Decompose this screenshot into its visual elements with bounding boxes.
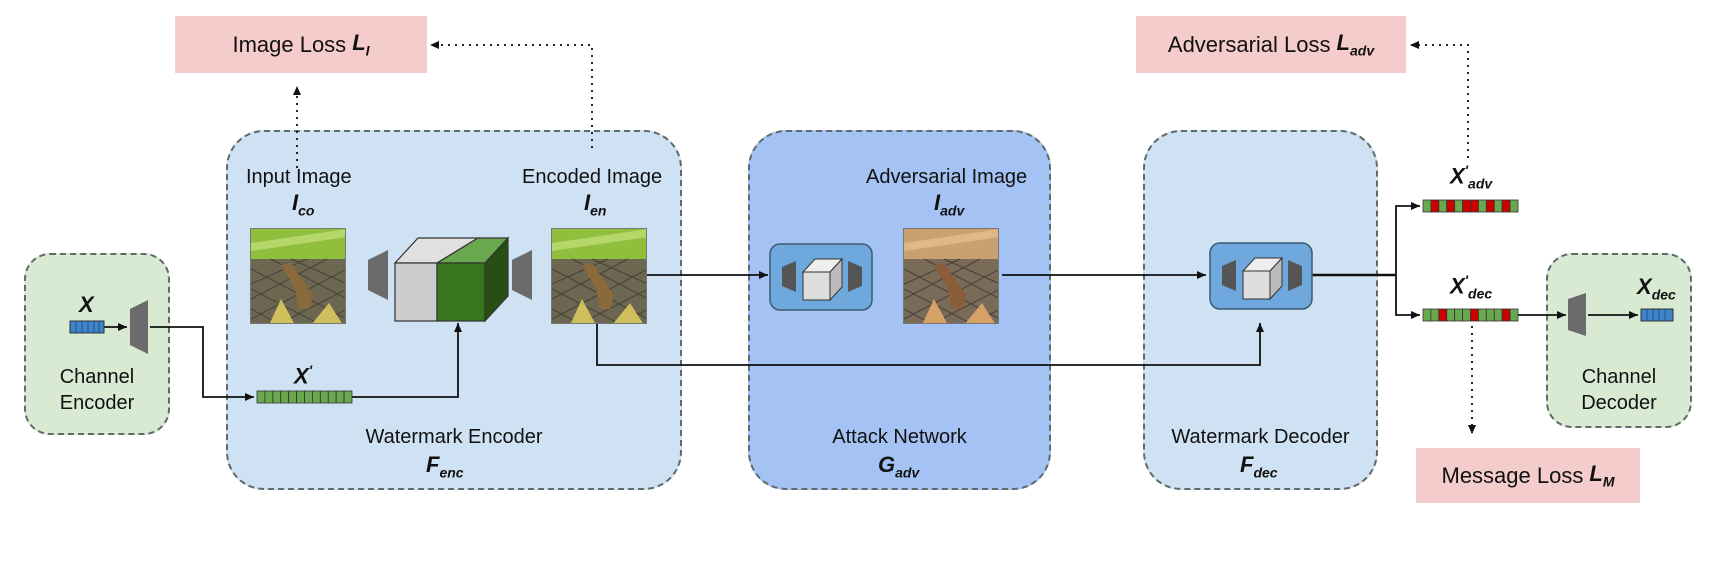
adversarial-image-photo: [903, 228, 999, 324]
encoder-left-trapezoid: [368, 250, 388, 300]
adversarial-loss-text: Adversarial Loss: [1167, 31, 1331, 57]
encoded-image-photo: [551, 228, 647, 324]
encoder-cube-front-gray: [394, 262, 438, 322]
input-image-label: Input Image: [246, 166, 352, 188]
x-adv-symbol: X'adv: [1450, 162, 1493, 192]
channel-encoder-input-symbol: X: [79, 292, 94, 317]
x-adv-strip: [1422, 199, 1519, 213]
channel-decoder-label: Channel Decoder: [1581, 366, 1657, 414]
message-loss-symbol: LM: [1589, 461, 1615, 490]
encoder-right-trapezoid: [512, 250, 532, 300]
watermark-decoder-panel: [1143, 130, 1378, 490]
encoded-message-strip: [256, 390, 353, 404]
watermark-encoder-title: Watermark Encoder: [365, 426, 543, 448]
output-message-strip: [1640, 308, 1674, 322]
encoded-image-symbol: Ien: [584, 190, 607, 219]
watermark-decoder-symbol: Fdec: [1240, 452, 1278, 481]
channel-decoder-trapezoid: [1568, 293, 1586, 336]
channel-decoder-output-symbol: Xdec: [1637, 274, 1676, 303]
channel-encoder-trapezoid: [130, 300, 148, 354]
input-message-strip: [69, 320, 105, 334]
watermark-encoder-symbol: Fenc: [426, 452, 464, 481]
image-loss-box: Image Loss LI: [175, 16, 427, 73]
x-dec-symbol: X'dec: [1450, 272, 1493, 302]
adversarial-image-label: Adversarial Image: [866, 166, 1028, 188]
line-encoded-to-decoder-bypass: [596, 323, 1264, 366]
message-loss-text: Message Loss: [1441, 462, 1584, 488]
channel-decoder-panel: [1546, 253, 1692, 428]
adversarial-image-symbol: Iadv: [934, 190, 965, 219]
attack-network-symbol: Gadv: [878, 452, 920, 481]
message-loss-box: Message Loss LM: [1416, 448, 1640, 503]
line-channel-encoder-to-message: [150, 326, 254, 401]
channel-encoder-label: Channel Encoder: [59, 366, 135, 414]
arrow-to-x-dec: [1395, 275, 1420, 319]
arrow-to-x-adv: [1395, 202, 1420, 275]
dotted-arrow-encoded-to-image-loss: [430, 41, 593, 148]
input-image-symbol: Ico: [292, 190, 315, 219]
dotted-arrow-adv-to-adversarial-loss: [1410, 41, 1469, 158]
line-message-to-encoder-cube: [352, 323, 462, 398]
encoder-message-symbol: X': [294, 362, 313, 389]
input-image-photo: [250, 228, 346, 324]
attack-network-title: Attack Network: [832, 426, 967, 448]
adversarial-loss-symbol: Ladv: [1336, 30, 1375, 59]
image-loss-symbol: LI: [352, 30, 370, 59]
encoder-cube-front-green: [436, 262, 486, 322]
image-loss-text: Image Loss: [232, 31, 347, 57]
encoded-image-label: Encoded Image: [522, 166, 663, 188]
encoder-cube-side-green: [484, 236, 509, 323]
adversarial-loss-box: Adversarial Loss Ladv: [1136, 16, 1406, 73]
x-dec-strip: [1422, 308, 1519, 322]
watermark-decoder-title: Watermark Decoder: [1171, 426, 1350, 448]
